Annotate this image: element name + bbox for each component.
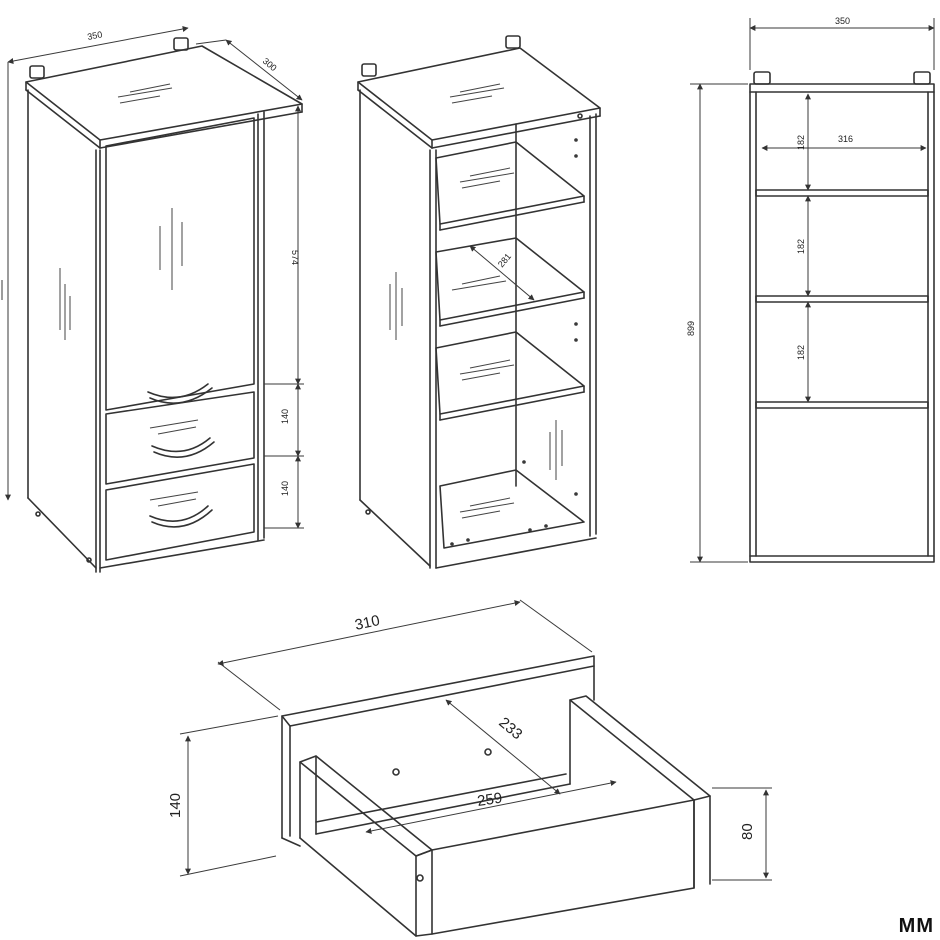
dim-drawer-lower: 140	[280, 481, 290, 496]
door-handle	[147, 383, 209, 399]
shelf-3	[435, 331, 585, 415]
shelf-3-front	[755, 401, 929, 409]
hanging-bracket-right	[913, 71, 931, 85]
drawer-back-panel	[281, 655, 595, 727]
dim-elevation-height: 899	[686, 321, 696, 336]
cabinet-top-open	[357, 47, 601, 141]
cabinet-door	[105, 117, 255, 411]
drawer-handle-lower	[149, 505, 209, 522]
dim-shelf-depth-label: 281	[496, 251, 513, 269]
hanging-bracket-left	[29, 65, 45, 79]
dim-shelf-spacing-1: 182	[796, 135, 806, 150]
shelf-2	[435, 237, 585, 321]
drawer-side-left	[299, 755, 433, 857]
drawer-front-upper	[105, 391, 255, 485]
unit-label: MM	[898, 915, 934, 937]
drawer-side-right	[569, 695, 711, 801]
dim-shelf-spacing-3: 182	[796, 345, 806, 360]
dim-shelf-spacing-2: 182	[796, 239, 806, 254]
dim-drawer-side-height: 80	[739, 823, 756, 840]
shelf-1	[435, 141, 585, 225]
cabinet-open-view: 300 281	[357, 35, 601, 569]
dim-drawer-upper: 140	[280, 409, 290, 424]
dim-drawer-depth: 233	[495, 714, 525, 743]
shelf-2-front	[755, 295, 929, 303]
shelf-1-front	[755, 189, 929, 197]
cabinet-closed-view: 350 300 574 140 140	[1, 26, 304, 573]
cabinet-bottom	[439, 469, 585, 549]
dim-drawer-inner-width: 259	[476, 790, 503, 810]
dim-drawer-width: 310	[353, 612, 381, 634]
hanging-bracket-right	[505, 35, 521, 49]
dim-door-height: 574	[290, 250, 300, 265]
dim-elevation-width: 350	[835, 16, 850, 26]
cabinet-top	[25, 45, 303, 141]
dim-depth-closed: 300	[261, 56, 279, 73]
cabinet-frame-outer	[749, 83, 935, 563]
hanging-bracket-right	[173, 37, 189, 51]
drawer-front-panel	[415, 799, 695, 937]
dim-drawer-front-height: 140	[167, 793, 184, 818]
hanging-bracket-left	[753, 71, 771, 85]
dim-width-closed: 350	[86, 29, 103, 42]
drawer-front-lower	[105, 463, 255, 561]
drawer-detail-view: 310 233 259 140 80	[167, 599, 772, 937]
cabinet-front-elevation: 350 899 316 182 182 182	[686, 16, 935, 563]
dim-elevation-inner-width: 316	[838, 134, 853, 144]
drawer-handle-upper	[151, 437, 211, 453]
hanging-bracket-left	[361, 63, 377, 77]
